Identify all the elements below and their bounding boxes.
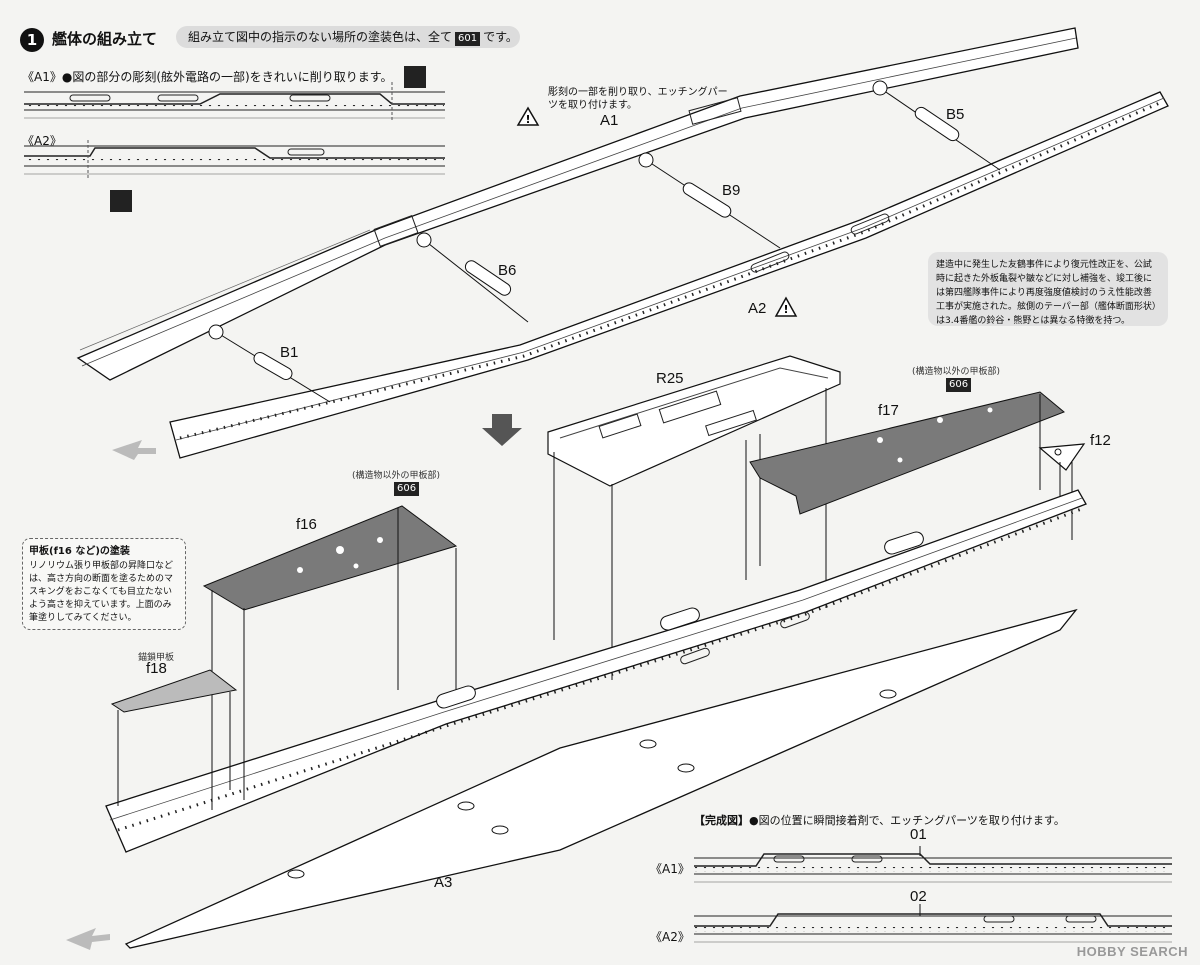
f18-caption: 錨鎖甲板 <box>138 653 175 663</box>
paint-tip-title: 甲板(f16 など)の塗装 <box>29 546 130 557</box>
completed-title: 【完成図】 <box>694 814 749 827</box>
label-f12: f12 <box>1090 432 1111 449</box>
detail-a2-tag: 《A2》 <box>22 134 62 148</box>
detail-a1-strip <box>24 82 445 122</box>
watermark-logo: HOBBY SEARCH <box>1076 944 1188 959</box>
svg-text:!: ! <box>783 303 788 316</box>
instruction-text-post: です。 <box>483 30 518 44</box>
hull-part-a2 <box>169 91 1169 459</box>
label-b5: B5 <box>946 106 965 123</box>
hull-part-a1 <box>76 27 1079 381</box>
label-a1: A1 <box>600 112 619 129</box>
detail-a2-strip <box>24 140 445 178</box>
label-f16: f16 <box>296 516 317 533</box>
part-a3-keel <box>124 608 1078 949</box>
assembled-hull <box>105 489 1087 853</box>
detail-a1-text: ●図の部分の彫刻(舷外電路の一部)をきれいに削り取ります。 <box>61 70 393 84</box>
bow-direction-arrow-icon <box>112 440 156 460</box>
label-o2: 02 <box>910 888 927 905</box>
step-title: 艦体の組み立て <box>52 30 158 48</box>
label-r25: R25 <box>656 370 684 387</box>
warning-icon: ! <box>774 296 798 317</box>
paint-code-606: 606 <box>946 378 972 392</box>
detail-a1-tag: 《A1》 <box>22 70 62 84</box>
paint-code-601: 601 <box>455 32 481 46</box>
history-note-box: 建造中に発生した友鶴事件により復元性改正を、公試時に起きた外板亀裂や皺などに対し… <box>928 252 1168 326</box>
label-f17: f17 <box>878 402 899 419</box>
warning-icon: ! <box>516 106 540 126</box>
paint-tip-text: リノリウム張り甲板部の昇降口などは、高さ方向の断面を塗るためのマスキングをおこな… <box>29 561 174 623</box>
label-b1: B1 <box>280 344 299 361</box>
paint-code-606: 606 <box>394 482 420 496</box>
label-b6: B6 <box>498 262 517 279</box>
step-number-badge: 1 <box>20 28 44 52</box>
completed-caption: 【完成図】●図の位置に瞬間接着剤で、エッチングパーツを取り付けます。 <box>694 812 1065 828</box>
part-f16-deck <box>202 505 458 810</box>
label-f18: f18 <box>146 660 167 677</box>
etching-part-icon <box>110 190 132 212</box>
bow-direction-arrow-icon <box>66 928 110 950</box>
completed-a1-tag: 《A1》 <box>650 862 690 876</box>
label-a2: A2 <box>748 300 767 317</box>
label-o1: 01 <box>910 826 927 843</box>
completed-text: ●図の位置に瞬間接着剤で、エッチングパーツを取り付けます。 <box>749 814 1065 827</box>
completed-a1-strip <box>694 846 1172 883</box>
etching-part-icon <box>404 66 426 88</box>
label-a3: A3 <box>434 874 453 891</box>
deck-note-f16: (構造物以外の甲板部) <box>352 471 441 481</box>
etching-note: 彫刻の一部を削り取り、エッチングパーツを取り付けます。 <box>548 87 728 111</box>
instruction-text-pre: 組み立て図中の指示のない場所の塗装色は、全て <box>188 30 453 44</box>
down-arrow-icon <box>482 414 522 446</box>
completed-a2-strip <box>694 904 1172 943</box>
b-parts <box>208 80 1001 403</box>
completed-a2-tag: 《A2》 <box>650 930 690 944</box>
detail-a1-caption: 《A1》●図の部分の彫刻(舷外電路の一部)をきれいに削り取ります。 <box>22 68 393 85</box>
deck-note-f17: (構造物以外の甲板部) <box>912 367 1001 377</box>
part-f17-deck <box>749 391 1065 515</box>
deck-paint-tip-box: 甲板(f16 など)の塗装 リノリウム張り甲板部の昇降口などは、高さ方向の断面を… <box>22 538 186 630</box>
label-b9: B9 <box>722 182 741 199</box>
svg-text:!: ! <box>525 113 530 126</box>
part-f18 <box>110 669 238 806</box>
